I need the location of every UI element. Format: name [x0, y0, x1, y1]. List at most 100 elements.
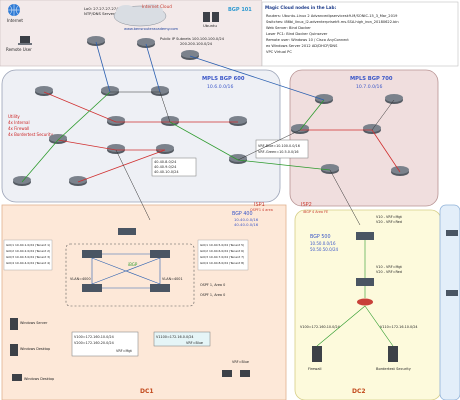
dc1-bgp: BGP 400 [232, 211, 253, 217]
dc1-subnet: 40.40.0.0/16 [234, 222, 259, 227]
route-entry: VRF-Blue=10.100.0.0/16 [258, 144, 300, 148]
dc1-ospf-dashed-box [65, 243, 195, 307]
dc2-vlan-row: V20 - VRF=Red [376, 270, 402, 274]
remote-user-laptop-icon [18, 36, 32, 45]
router-icon [161, 116, 179, 126]
internet-cloud-icon [113, 4, 167, 27]
links-blue [95, 41, 325, 101]
dc2-label: DC2 [352, 388, 366, 395]
desktop-icon [240, 370, 250, 377]
dc2-vrf-row: V20 - VRF=Red [376, 220, 402, 224]
dc1-vlan: VLAN=4000 [70, 277, 91, 281]
router-icon [137, 38, 155, 48]
router-icon [181, 50, 199, 60]
lan-status-line: 4x Internal [8, 120, 30, 125]
dc1-vrf-entry: VRF=Mgt [116, 349, 133, 353]
dc2-links [316, 240, 394, 347]
server-icon [10, 318, 18, 330]
dc1-left-row: Gi0/2 10.40.2.0/24 (Tenant 2) [6, 249, 50, 253]
dc1-right-row: Gi0/1 10.40.5.0/24 (Tenant 5) [200, 243, 244, 247]
legend-item: Laser PC1: Bind Docker Quinsever [266, 32, 328, 36]
dc1-vrf2-entry: V1100=172.16.0.0/24 [156, 335, 194, 339]
website-url: www.bensrouteracademy.com [124, 27, 179, 31]
dc1-host-label: Windows Desktop [24, 377, 54, 381]
internet-label: Internet [7, 18, 23, 23]
dc2-subnet: 10.50.0.0/16 [310, 241, 336, 246]
route-entry: 40.40.10.0/24 [154, 170, 179, 174]
switch-icon [150, 284, 170, 292]
isp2-label: ISP2 [301, 202, 312, 208]
ubuntu-server-icon [203, 12, 219, 22]
public-ip-line: 200.200.100.0/24 [180, 42, 213, 46]
dc2-v110: V110=172.16.10.0/24 [380, 325, 418, 329]
switch-icon [82, 250, 102, 258]
route-box-600: 40.40.8.0/24 40.40.9.0/24 40.40.10.0/24 [151, 157, 197, 177]
router-icon [385, 94, 403, 104]
lan-status-line: Utility [8, 114, 20, 119]
dc1-left-table-box [3, 239, 53, 271]
isp1-sublabel: OSPF1 4 area [250, 208, 273, 212]
dc1-right-row: Gi0/2 10.40.6.0/24 (Tenant 6) [200, 249, 244, 253]
dc1-switches [82, 228, 170, 292]
dc1-right-table-box [197, 239, 249, 271]
router-icon [357, 298, 373, 306]
public-ip-line: Public IP Subnets 100.100.100.0/24 [160, 37, 225, 41]
dc3-edge-devices [446, 230, 458, 296]
mpls600-title: MPLS BGP 600 [202, 76, 245, 82]
legend-item: Remote user: Windows 10 / Cisco AnyConne… [266, 38, 349, 42]
router-icon [229, 154, 247, 164]
router-icon [87, 36, 105, 46]
dc1-host-label: Windows Desktop [20, 347, 50, 351]
internet-globe-icon [8, 4, 20, 16]
server-icon [388, 346, 398, 362]
dc2-v100: V100=172.160.10.0/24 [300, 325, 340, 329]
server-info-line: Lo0: 27.27.27.27/32 [84, 6, 123, 11]
dc2-vlan-row: V10 - VRF=Mgt [376, 265, 403, 269]
dc2-vrf-row: V10 - VRF=Mgt [376, 215, 403, 219]
links-black [110, 91, 395, 226]
route-box-700: VRF-Blue=10.100.0.0/16 VRF-Green=10.5.0.… [255, 139, 309, 159]
dc1-right-row: Gi0/4 10.40.8.0/24 (Tenant 8) [200, 261, 244, 265]
server-icon [10, 344, 18, 356]
route-entry: 40.40.8.0/24 [154, 160, 177, 164]
mpls700-subnet: 10.7.0.0/16 [356, 84, 382, 90]
dc1-host-label: Windows Server [20, 321, 48, 325]
route-entry: 40.40.9.0/24 [154, 165, 177, 169]
lan-status-line: 4x Firewall [8, 126, 29, 131]
dc1-hosts [10, 318, 250, 381]
legend-item: VPC Virtual PC [266, 50, 292, 54]
isp2-sublabel: iBGP 4 Area FE [303, 210, 328, 214]
switch-icon [446, 290, 458, 296]
dc1-left-row: Gi0/1 10.40.1.0/24 (Tenant 1) [6, 243, 50, 247]
router-icon [107, 116, 125, 126]
dc2-security-label: Bordertest Security [376, 367, 412, 371]
dc2-subnet: 50.50.50.0/24 [310, 247, 339, 252]
desktop-icon [222, 370, 232, 377]
dc1-vrf-box [71, 331, 139, 357]
dc1-label: DC1 [140, 388, 154, 395]
legend-item: Web Server: Bind Docker [266, 26, 311, 30]
dc1-right-row: Gi0/3 10.40.7.0/24 (Tenant 7) [200, 255, 244, 259]
desktop-icon [12, 374, 22, 381]
dc1-ibgp: iBGP [128, 262, 138, 267]
switch-icon [446, 230, 458, 236]
bgp101-label: BGP 101 [228, 7, 252, 13]
router-icon [363, 124, 381, 134]
isp1-label: ISP1 [254, 202, 265, 208]
dc1-vrf-entry: V200=172.160.20.0/24 [74, 341, 114, 345]
dc1-bottom-right-label: VRF=Blue [232, 360, 249, 364]
mpls700-zone [289, 69, 439, 207]
remote-user-label: Remote User [6, 47, 32, 52]
dc1-vrf-box2 [153, 331, 211, 347]
switch-icon [356, 232, 374, 240]
switch-icon [82, 284, 102, 292]
legend-title: Magic Cloud nodes in the Lab: [265, 5, 336, 10]
dc1-zone [1, 204, 287, 400]
server-icon [312, 346, 322, 362]
ubuntu-server-label: Ubuntu [203, 23, 217, 28]
dc1-vlan: VLAN=4001 [162, 277, 183, 281]
router-icon [13, 176, 31, 186]
dc3-zone [439, 204, 460, 400]
dc2-bgp: BGP 500 [310, 234, 331, 240]
